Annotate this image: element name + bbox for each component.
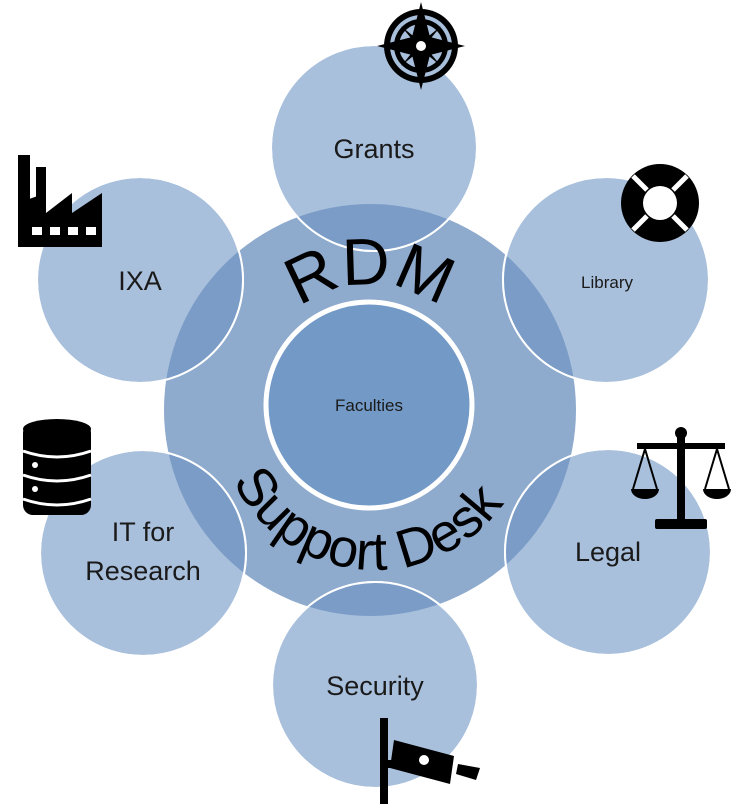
factory-icon	[18, 155, 102, 247]
satellite-outlines	[36, 44, 712, 789]
scales-icon	[631, 427, 731, 529]
security-label: Security	[326, 671, 424, 701]
ixa-label: IXA	[118, 266, 162, 296]
compass-icon	[377, 2, 465, 90]
legal-label: Legal	[575, 537, 641, 567]
library-label: Library	[581, 273, 633, 292]
faculties-core[interactable]	[263, 299, 475, 511]
it-for-research-label-line1: IT for	[112, 517, 175, 547]
security-camera-icon	[380, 718, 480, 804]
lifebuoy-icon	[621, 164, 699, 242]
faculties-label: Faculties	[335, 396, 403, 415]
it-for-research-label-line2: Research	[85, 556, 201, 586]
database-icon	[22, 419, 92, 515]
grants-label: Grants	[333, 134, 414, 164]
